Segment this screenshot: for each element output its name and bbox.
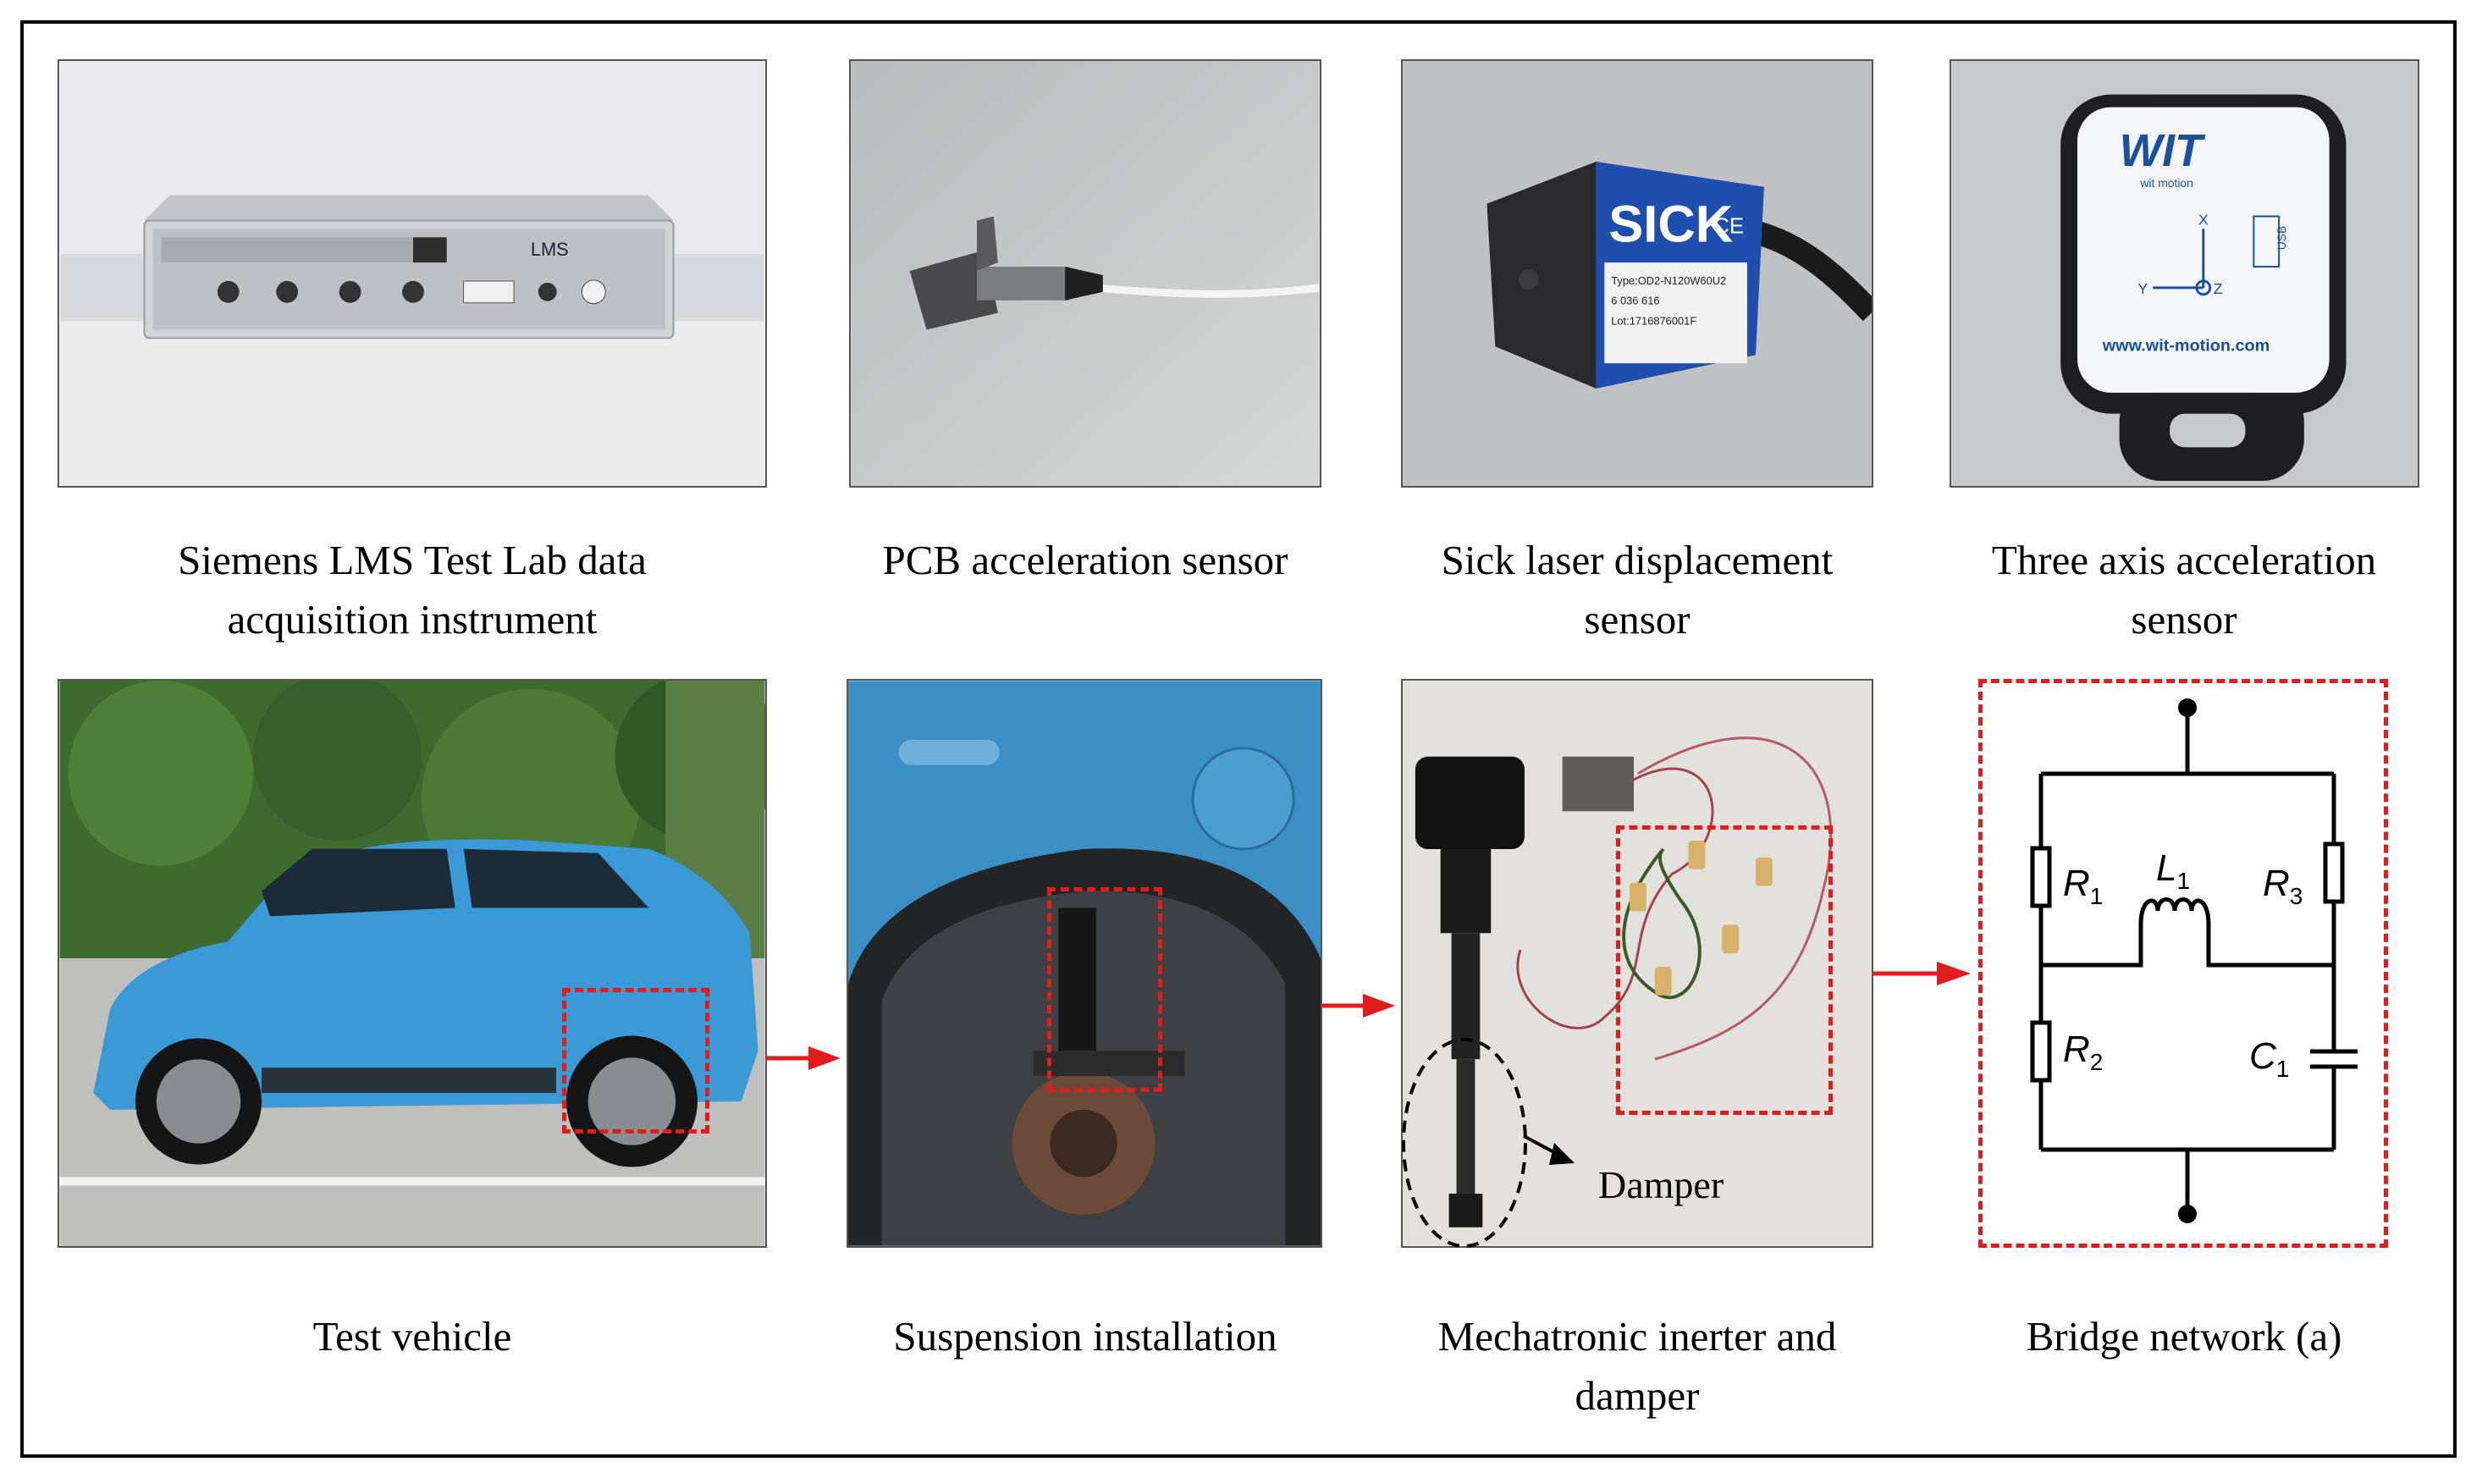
label-r1: R1 bbox=[2063, 863, 2103, 909]
label-r2: R2 bbox=[2063, 1029, 2103, 1075]
caption-inerter-line1: Mechatronic inerter and bbox=[1437, 1313, 1837, 1360]
damper-callout bbox=[1402, 1038, 1575, 1248]
bridge-network-circuit: R1 L1 R3 R2 C1 bbox=[2030, 698, 2358, 1223]
caption-bridge: Bridge network (a) bbox=[1913, 1307, 2455, 1366]
caption-suspension-line1: Suspension installation bbox=[893, 1313, 1277, 1360]
sick-brand-text: SICK bbox=[1608, 195, 1733, 253]
caption-lms-line1: Siemens LMS Test Lab data bbox=[178, 537, 647, 583]
wit-axis-x: X bbox=[2198, 211, 2209, 228]
sick-code-text: 6 036 616 bbox=[1611, 295, 1659, 307]
caption-triaxial-line2: sensor bbox=[2131, 596, 2237, 643]
caption-sick-line1: Sick laser displacement bbox=[1441, 537, 1834, 583]
sick-type-text: Type:OD2-N120W60U2 bbox=[1611, 274, 1726, 287]
figure-frame bbox=[20, 20, 2457, 1458]
caption-bridge-line1: Bridge network (a) bbox=[2026, 1313, 2342, 1360]
wit-axis-z: Z bbox=[2214, 280, 2223, 297]
wit-brand-text: WIT bbox=[2120, 126, 2206, 176]
bridge-network-box bbox=[1978, 679, 2388, 1248]
caption-suspension: Suspension installation bbox=[813, 1307, 1358, 1366]
caption-sick: Sick laser displacement sensor bbox=[1363, 531, 1911, 649]
caption-vehicle: Test vehicle bbox=[58, 1307, 767, 1366]
lms-instrument-photo: LMS bbox=[58, 59, 767, 488]
caption-sick-line2: sensor bbox=[1584, 596, 1691, 643]
lms-brand-text: LMS bbox=[531, 239, 569, 260]
sick-sensor-photo: SICK CE Type:OD2-N120W60U2 6 036 616 Lot… bbox=[1401, 59, 1873, 488]
wit-axis-y: Y bbox=[2137, 280, 2148, 297]
caption-pcb-line1: PCB acceleration sensor bbox=[882, 537, 1288, 583]
caption-inerter-line2: damper bbox=[1575, 1372, 1700, 1419]
caption-triaxial-line1: Three axis acceleration bbox=[1991, 537, 2377, 583]
inerter-damper-photo bbox=[1401, 679, 1873, 1248]
sick-lot-text: Lot:1716876001F bbox=[1611, 315, 1696, 328]
arrow-inerter-to-bridge bbox=[1873, 962, 1971, 985]
caption-inerter: Mechatronic inerter and damper bbox=[1363, 1307, 1911, 1426]
label-r3: R3 bbox=[2263, 863, 2303, 909]
pcb-sensor-photo bbox=[849, 59, 1321, 488]
caption-triaxial: Three axis acceleration sensor bbox=[1913, 531, 2455, 649]
wit-url-text: www.wit-motion.com bbox=[2102, 336, 2270, 355]
test-vehicle-photo bbox=[58, 679, 767, 1248]
wheel-highlight-box bbox=[562, 988, 709, 1134]
caption-lms-line2: acquisition instrument bbox=[227, 596, 598, 643]
wit-usb-text: USB bbox=[2275, 226, 2288, 251]
caption-pcb: PCB acceleration sensor bbox=[813, 531, 1358, 590]
label-c1: C1 bbox=[2249, 1035, 2289, 1082]
caption-vehicle-line1: Test vehicle bbox=[312, 1313, 512, 1360]
damper-label: Damper bbox=[1598, 1163, 1724, 1206]
caption-lms: Siemens LMS Test Lab data acquisition in… bbox=[58, 531, 767, 649]
wit-sensor-photo: WIT wit motion X Y Z USB www.wit-motion.… bbox=[1950, 59, 2419, 488]
arrow-vehicle-to-suspension bbox=[766, 1046, 841, 1070]
label-l1: L1 bbox=[2156, 847, 2190, 894]
network-highlight-box bbox=[1616, 825, 1833, 1115]
sick-ce-text: CE bbox=[1713, 214, 1744, 238]
suspension-highlight-box bbox=[1047, 887, 1162, 1092]
arrow-suspension-to-inerter bbox=[1321, 994, 1395, 1018]
suspension-photo bbox=[847, 679, 1322, 1248]
wit-sub-text: wit motion bbox=[2139, 176, 2192, 190]
